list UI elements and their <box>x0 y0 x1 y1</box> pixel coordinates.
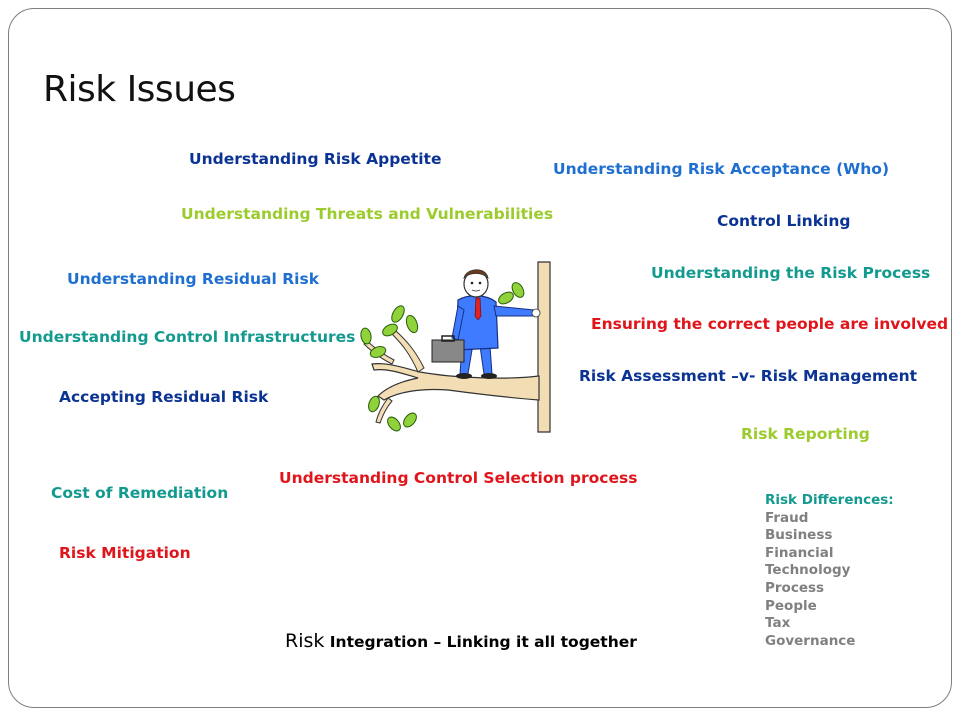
tree-trunk <box>537 261 551 433</box>
integration-rest: Integration – Linking it all together <box>324 633 637 651</box>
businessman-arm <box>493 305 535 317</box>
risk-difference-item: Process <box>765 579 825 596</box>
item-risk-acceptance: Understanding Risk Acceptance (Who) <box>553 160 890 178</box>
risk-difference-item: Business <box>765 527 833 544</box>
risk-differences-heading: Risk Differences: <box>765 492 894 508</box>
businessman-leg <box>479 345 493 375</box>
item-risk-process: Understanding the Risk Process <box>651 264 931 282</box>
leaves <box>360 282 525 432</box>
item-assessment-vs-management: Risk Assessment –v- Risk Management <box>579 367 918 385</box>
risk-difference-item: Technology <box>765 562 851 579</box>
businessman-shoe <box>456 373 472 379</box>
risk-difference-item: People <box>765 597 817 614</box>
businessman-hand <box>531 308 541 318</box>
slide-title: Risk Issues <box>43 69 236 110</box>
briefcase-icon <box>431 339 465 363</box>
item-cost-of-remediation: Cost of Remediation <box>51 484 229 502</box>
risk-differences-list: Risk Differences: Fraud Business Financi… <box>765 492 894 650</box>
businessman-tie <box>474 297 482 321</box>
risk-difference-item: Tax <box>765 615 791 632</box>
item-control-linking: Control Linking <box>717 212 851 230</box>
item-residual-risk: Understanding Residual Risk <box>67 270 320 288</box>
item-risk-reporting: Risk Reporting <box>741 425 870 443</box>
risk-difference-item: Fraud <box>765 509 809 526</box>
tree-twig <box>375 397 393 424</box>
item-threats-vulnerabilities: Understanding Threats and Vulnerabilitie… <box>181 205 554 223</box>
item-risk-appetite: Understanding Risk Appetite <box>189 150 442 168</box>
slide-frame: Risk Issues Understanding Risk Appetite … <box>8 8 952 708</box>
item-risk-mitigation: Risk Mitigation <box>59 544 191 562</box>
businessman-on-branch-illustration <box>360 261 551 433</box>
risk-difference-item: Governance <box>765 632 856 649</box>
item-control-selection: Understanding Control Selection process <box>279 469 638 487</box>
businessman-shoe <box>481 373 497 379</box>
tree-branch <box>371 363 540 401</box>
risk-difference-item: Financial <box>765 544 834 561</box>
risk-integration-line: Risk Integration – Linking it all togeth… <box>285 630 637 652</box>
businessman-suit <box>455 295 499 351</box>
item-accepting-residual-risk: Accepting Residual Risk <box>59 388 269 406</box>
item-control-infrastructures: Understanding Control Infrastructures <box>19 328 356 346</box>
item-correct-people: Ensuring the correct people are involved <box>591 315 949 333</box>
businessman-hair <box>463 269 489 280</box>
integration-lead: Risk <box>285 630 325 652</box>
